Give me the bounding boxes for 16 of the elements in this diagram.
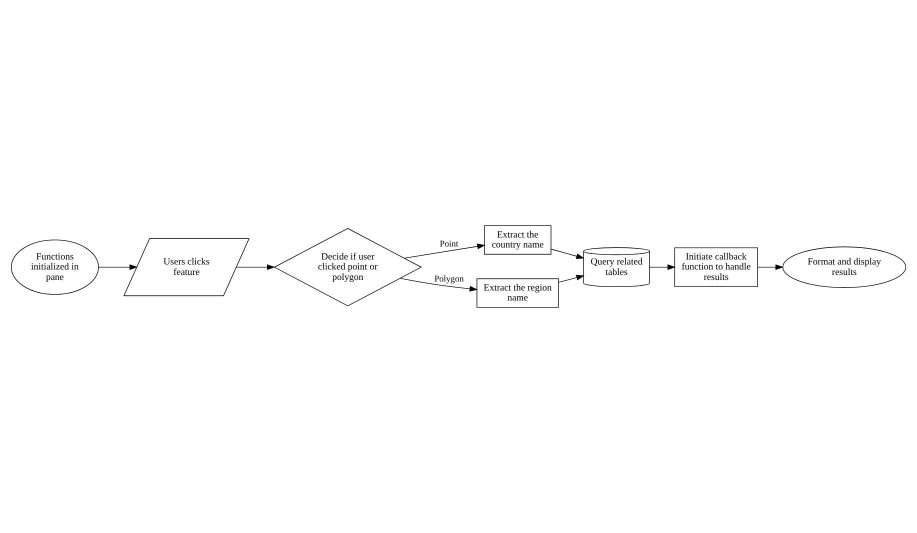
arrow [400, 278, 478, 292]
arrow [98, 264, 138, 270]
arrow [550, 248, 584, 259]
node-box: Extract the country name [484, 225, 552, 255]
node-box: Extract the region name [476, 278, 559, 308]
arrow [649, 264, 676, 270]
node-ellipse: Functions initialized in pane [10, 240, 99, 295]
arrow [757, 264, 784, 270]
arrow [558, 274, 584, 283]
arrow [404, 244, 486, 258]
edge-label: Point [440, 238, 458, 248]
node-diamond: Decide if user clicked point or polygon [274, 228, 422, 306]
node-ellipse: Format and display results [782, 246, 906, 288]
edge-label: Polygon [434, 274, 464, 284]
arrow [236, 264, 276, 270]
node-box: Initiate callback function to handle results [674, 247, 758, 287]
